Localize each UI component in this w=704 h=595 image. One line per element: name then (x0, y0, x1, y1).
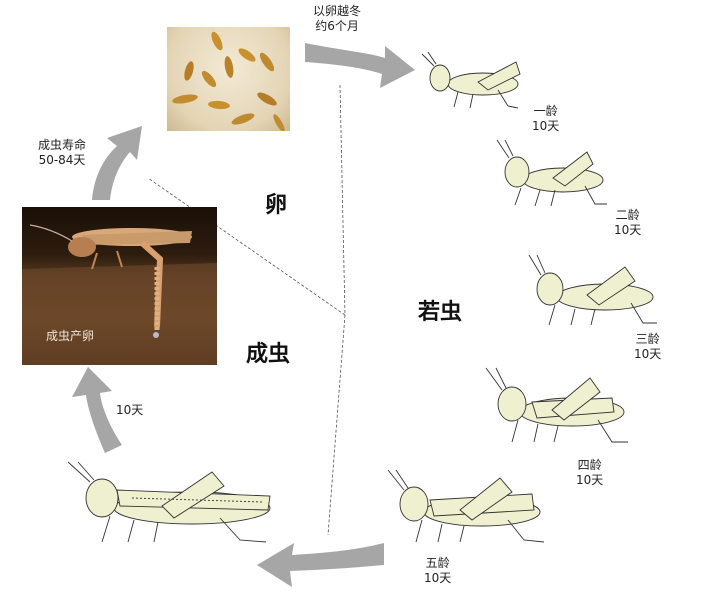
arrow-adult-to-oviposition (72, 367, 122, 453)
instar-3-label: 三龄 10天 (634, 332, 661, 362)
instar-1-drawing (421, 51, 521, 109)
adult-locust-drawing (67, 461, 271, 543)
instar-3-duration: 10天 (634, 347, 662, 361)
overwinter-label: 以卵越冬 约6个月 (313, 4, 361, 34)
instar-5-duration: 10天 (424, 571, 452, 585)
arrow-egg-to-nymph (305, 43, 415, 88)
lifespan-label: 成虫寿命 50-84天 (38, 138, 86, 168)
ovipositing-locust (22, 224, 217, 365)
egg-stage-label: 卵 (265, 192, 288, 218)
oviposition-label: 成虫产卵 (46, 329, 95, 343)
instar-4-drawing (485, 367, 628, 443)
arrow-nymph-to-adult (257, 543, 384, 587)
oviposition-photo: 成虫产卵 (22, 207, 217, 365)
egg-photo (167, 27, 290, 131)
instar-2-duration: 10天 (614, 223, 642, 237)
nymph-stage-label: 若虫 (418, 299, 463, 325)
instar-5-name: 五龄 (425, 556, 450, 570)
overwinter-line-2: 约6个月 (315, 19, 359, 33)
instar-2-drawing (496, 139, 607, 207)
arrow-oviposition-to-egg (92, 126, 142, 200)
adult-stage-label: 成虫 (246, 341, 291, 367)
instar-2-name: 二龄 (615, 208, 640, 222)
instar-2-label: 二龄 10天 (614, 208, 641, 238)
instar-1-name: 一龄 (533, 104, 558, 118)
instar-1-label: 一龄 10天 (532, 104, 559, 134)
instar-4-duration: 10天 (576, 473, 604, 487)
instar-5-drawing (387, 469, 545, 543)
adult-duration-label: 10天 (116, 403, 144, 417)
instar-4-name: 四龄 (577, 458, 602, 472)
egg-cluster (172, 31, 285, 131)
instar-4-label: 四龄 10天 (576, 458, 603, 488)
lifespan-line-2: 50-84天 (38, 153, 86, 167)
instar-3-drawing (528, 254, 657, 326)
instar-1-duration: 10天 (532, 119, 560, 133)
instar-3-name: 三龄 (635, 332, 660, 346)
instar-5-label: 五龄 10天 (424, 556, 451, 586)
lifespan-line-1: 成虫寿命 (38, 138, 87, 152)
overwinter-line-1: 以卵越冬 (313, 4, 362, 18)
